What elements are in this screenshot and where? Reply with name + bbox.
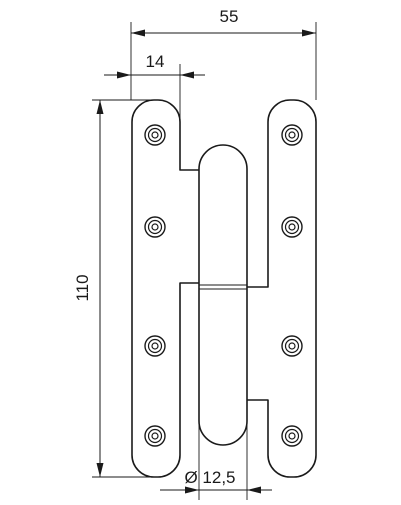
left-leaf — [131, 99, 201, 478]
screw-hole-icon — [144, 335, 166, 357]
hinge-knuckle — [198, 144, 248, 446]
screw-hole-icon — [144, 124, 166, 146]
left-leaf-holes — [144, 124, 166, 447]
dimension-overall-width: 55 — [130, 7, 317, 100]
screw-hole-icon — [281, 216, 303, 238]
right-leaf-holes — [281, 124, 303, 447]
dimension-label-height: 110 — [73, 274, 92, 301]
screw-hole-icon — [281, 124, 303, 146]
dimension-pin-diameter: Ø 12,5 — [160, 420, 272, 500]
screw-hole-icon — [281, 335, 303, 357]
screw-hole-icon — [144, 425, 166, 447]
dimension-label-pin-diameter: Ø 12,5 — [184, 468, 235, 487]
screw-hole-icon — [144, 216, 166, 238]
dimension-label-overall-width: 55 — [220, 7, 239, 26]
dimension-label-leaf-width: 14 — [146, 52, 165, 71]
right-leaf — [245, 99, 317, 478]
screw-hole-icon — [281, 425, 303, 447]
dimension-height: 110 — [73, 99, 154, 478]
dimension-leaf-width: 14 — [104, 52, 205, 122]
